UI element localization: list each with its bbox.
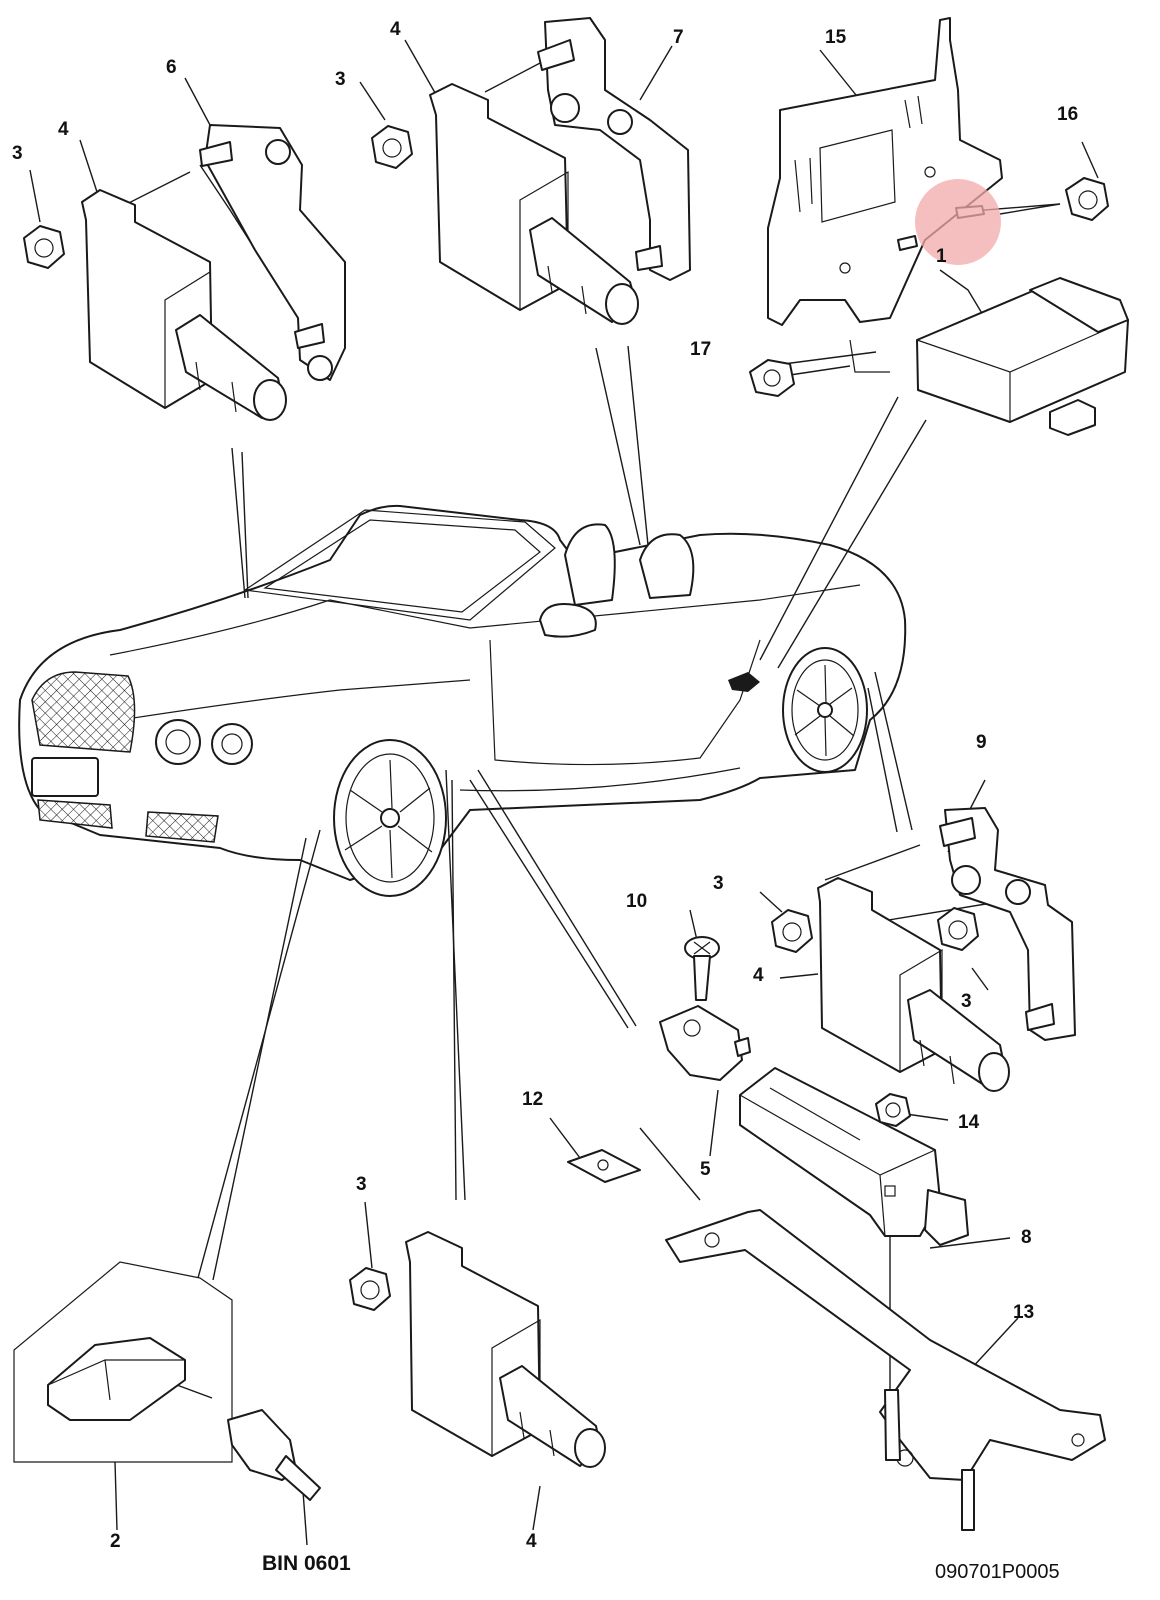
callout-16: 16 [1057,104,1079,125]
callout-4: 4 [753,965,764,986]
nut-16 [1065,177,1109,221]
callout-9: 9 [976,732,987,753]
transmitter-assembly-top-left [23,124,346,421]
callout-4: 4 [526,1531,537,1552]
callout-6: 6 [166,57,177,78]
car-body [18,504,907,897]
drawing-number: 090701P0005 [935,1561,1060,1583]
highlight-marker [915,179,1001,265]
callout-3: 3 [12,143,23,164]
transmitter-assembly-right [771,807,1076,1092]
bracket-13 [665,1209,1106,1531]
control-module-1 [916,277,1129,436]
callout-12: 12 [522,1089,544,1110]
callout-7: 7 [673,27,684,48]
callout-14: 14 [958,1112,980,1133]
nut-17 [749,359,795,397]
callout-13: 13 [1013,1302,1035,1323]
callout-3: 3 [335,69,346,90]
callout-15: 15 [825,27,847,48]
nut-14 [875,1093,911,1127]
callout-3: 3 [961,991,972,1012]
callout-4: 4 [390,19,401,40]
transmitter-assembly-top-center [371,17,691,325]
bin-label: BIN 0601 [262,1552,351,1575]
callout-3: 3 [356,1174,367,1195]
callout-4: 4 [58,119,69,140]
transmitter-assembly-bottom [349,1231,606,1468]
callout-17: 17 [690,339,712,360]
leader-lines [29,39,1099,1546]
screw-10 [684,936,720,1001]
antenna-module-8 [739,1067,969,1246]
callout-1: 1 [936,246,947,267]
tyre-sensor-group-2 [13,1261,321,1501]
callout-8: 8 [1021,1227,1032,1248]
callout-3: 3 [713,873,724,894]
callout-5: 5 [700,1159,711,1180]
clip-12 [567,1149,641,1183]
clip-5 [659,1005,751,1081]
callout-10: 10 [626,891,648,912]
callout-2: 2 [110,1531,121,1552]
